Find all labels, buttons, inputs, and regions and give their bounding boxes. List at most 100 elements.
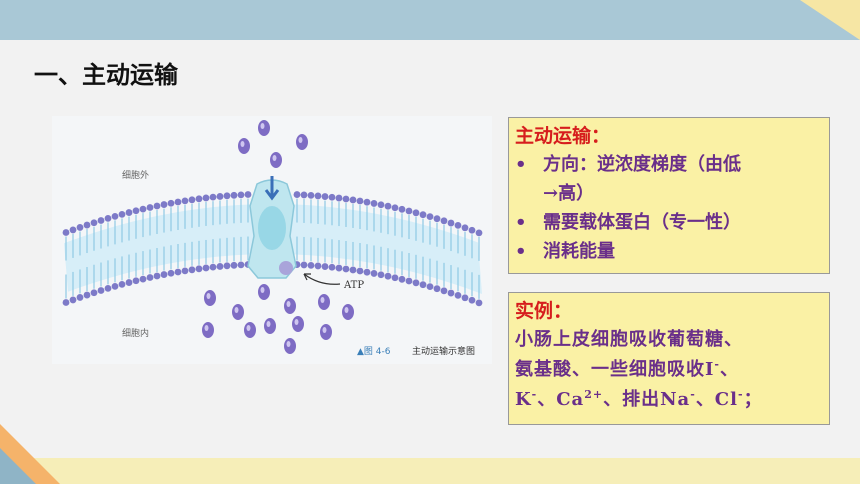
list-item: →高）: [515, 179, 823, 208]
lipid-head: [97, 217, 105, 224]
list-item-text: 消耗能量: [543, 241, 615, 262]
lipid-head: [160, 271, 168, 278]
atp-binding-site: [279, 261, 293, 275]
lipid-head: [188, 266, 196, 274]
list-item: • 需要载体蛋白（专一性）: [515, 208, 823, 237]
lipid-head: [412, 209, 420, 217]
lipid-head: [475, 229, 483, 237]
example-line-3: K-、Ca2+、排出Na-、Cl-；: [515, 385, 823, 415]
lipid-head: [363, 198, 371, 206]
lipid-head: [195, 195, 203, 203]
ion-ca: 、Ca: [537, 389, 585, 410]
definition-box: 主动运输： •方向：逆浓度梯度（由低 →高） •需要载体蛋白（专一性） •消耗能…: [508, 117, 830, 274]
lipid-head: [349, 196, 357, 204]
lipid-head: [314, 192, 322, 200]
lipid-head: [209, 263, 217, 271]
ion-cl: 、Cl: [695, 389, 738, 410]
lipid-head: [118, 211, 126, 218]
superscript: -: [690, 388, 696, 401]
lipid-head: [328, 263, 336, 271]
solute-highlight: [286, 301, 291, 307]
lipid-head: [146, 204, 154, 211]
lipid-head: [328, 193, 336, 201]
lipid-head: [300, 261, 308, 269]
lipid-head: [167, 269, 175, 277]
solute-highlight: [322, 327, 327, 333]
lipid-head: [461, 224, 469, 232]
lipid-head: [447, 289, 455, 297]
lipid-head: [356, 197, 364, 205]
arrow-head-icon: [303, 273, 311, 281]
example-box: 实例： 小肠上皮细胞吸收葡萄糖、 氨基酸、一些细胞吸收I-、 K-、Ca2+、排…: [508, 292, 830, 425]
inside-label: 细胞内: [122, 329, 150, 339]
lipid-head: [188, 196, 196, 204]
lipid-head: [69, 226, 77, 234]
superscript: 2+: [584, 388, 604, 401]
lipid-head: [461, 294, 469, 302]
lipid-head: [104, 284, 112, 292]
solute-molecule: [202, 322, 214, 338]
example-line-2-end: 、: [720, 359, 739, 380]
lipid-head: [125, 279, 133, 286]
lipid-head: [405, 207, 413, 215]
atp-label: ATP: [344, 280, 365, 291]
lipid-head: [440, 217, 448, 225]
solute-highlight: [286, 341, 291, 347]
lipid-head: [307, 191, 315, 199]
lipid-head: [223, 262, 231, 270]
example-line-2: 氨基酸、一些细胞吸收I-、: [515, 355, 823, 385]
ion-k: K: [515, 389, 532, 410]
lipid-head: [167, 199, 175, 207]
caption-marker: ▲图 4-6: [357, 347, 391, 357]
lipid-head: [363, 268, 371, 276]
lipid-head: [370, 270, 378, 277]
solute-molecule: [284, 338, 296, 354]
lipid-head: [433, 215, 441, 223]
lipid-head: [111, 212, 119, 220]
solute-highlight: [246, 325, 251, 331]
lipid-head: [195, 265, 203, 273]
lipid-head: [132, 207, 140, 215]
lipid-head: [454, 221, 462, 229]
lipid-head: [433, 285, 441, 293]
lipid-head: [335, 264, 343, 272]
bottom-corner-decor-blue: [0, 448, 36, 484]
example-line-3-end: ；: [743, 389, 763, 410]
lipid-head: [139, 275, 147, 283]
lipid-head: [426, 213, 434, 221]
lipid-head: [230, 261, 238, 269]
lipid-head: [356, 267, 364, 275]
lipid-head: [440, 287, 448, 295]
solute-molecule: [264, 318, 276, 334]
lipid-head: [447, 219, 455, 227]
bottom-decor-band: [0, 458, 860, 484]
lipid-head: [475, 299, 483, 307]
atp-pointer-arrow: [303, 273, 341, 285]
list-item-text: 需要载体蛋白（专一性）: [543, 212, 741, 233]
lipid-head: [62, 299, 70, 306]
lipid-head: [391, 274, 399, 282]
lipid-head: [181, 267, 189, 275]
solute-highlight: [240, 141, 245, 147]
lipid-head: [412, 279, 420, 287]
lipid-head: [244, 191, 252, 198]
solute-highlight: [260, 123, 265, 129]
lipid-head: [76, 224, 84, 231]
solute-molecule: [292, 316, 304, 332]
superscript: -: [531, 388, 538, 401]
lipid-head: [237, 261, 245, 269]
bullet-icon: •: [515, 241, 527, 262]
list-item: •方向：逆浓度梯度（由低: [515, 150, 823, 179]
lipid-head: [419, 211, 427, 219]
bullet-icon: •: [515, 212, 527, 233]
lipid-head: [146, 274, 154, 281]
lipid-head: [153, 202, 161, 210]
list-item: • 消耗能量: [515, 237, 823, 266]
lipid-head: [209, 193, 217, 201]
lipid-head: [405, 277, 413, 285]
solute-molecule: [296, 134, 308, 150]
membrane-diagram: [62, 120, 483, 354]
lipid-head: [398, 205, 406, 213]
lipid-head: [216, 263, 224, 270]
lipid-head: [398, 275, 406, 283]
